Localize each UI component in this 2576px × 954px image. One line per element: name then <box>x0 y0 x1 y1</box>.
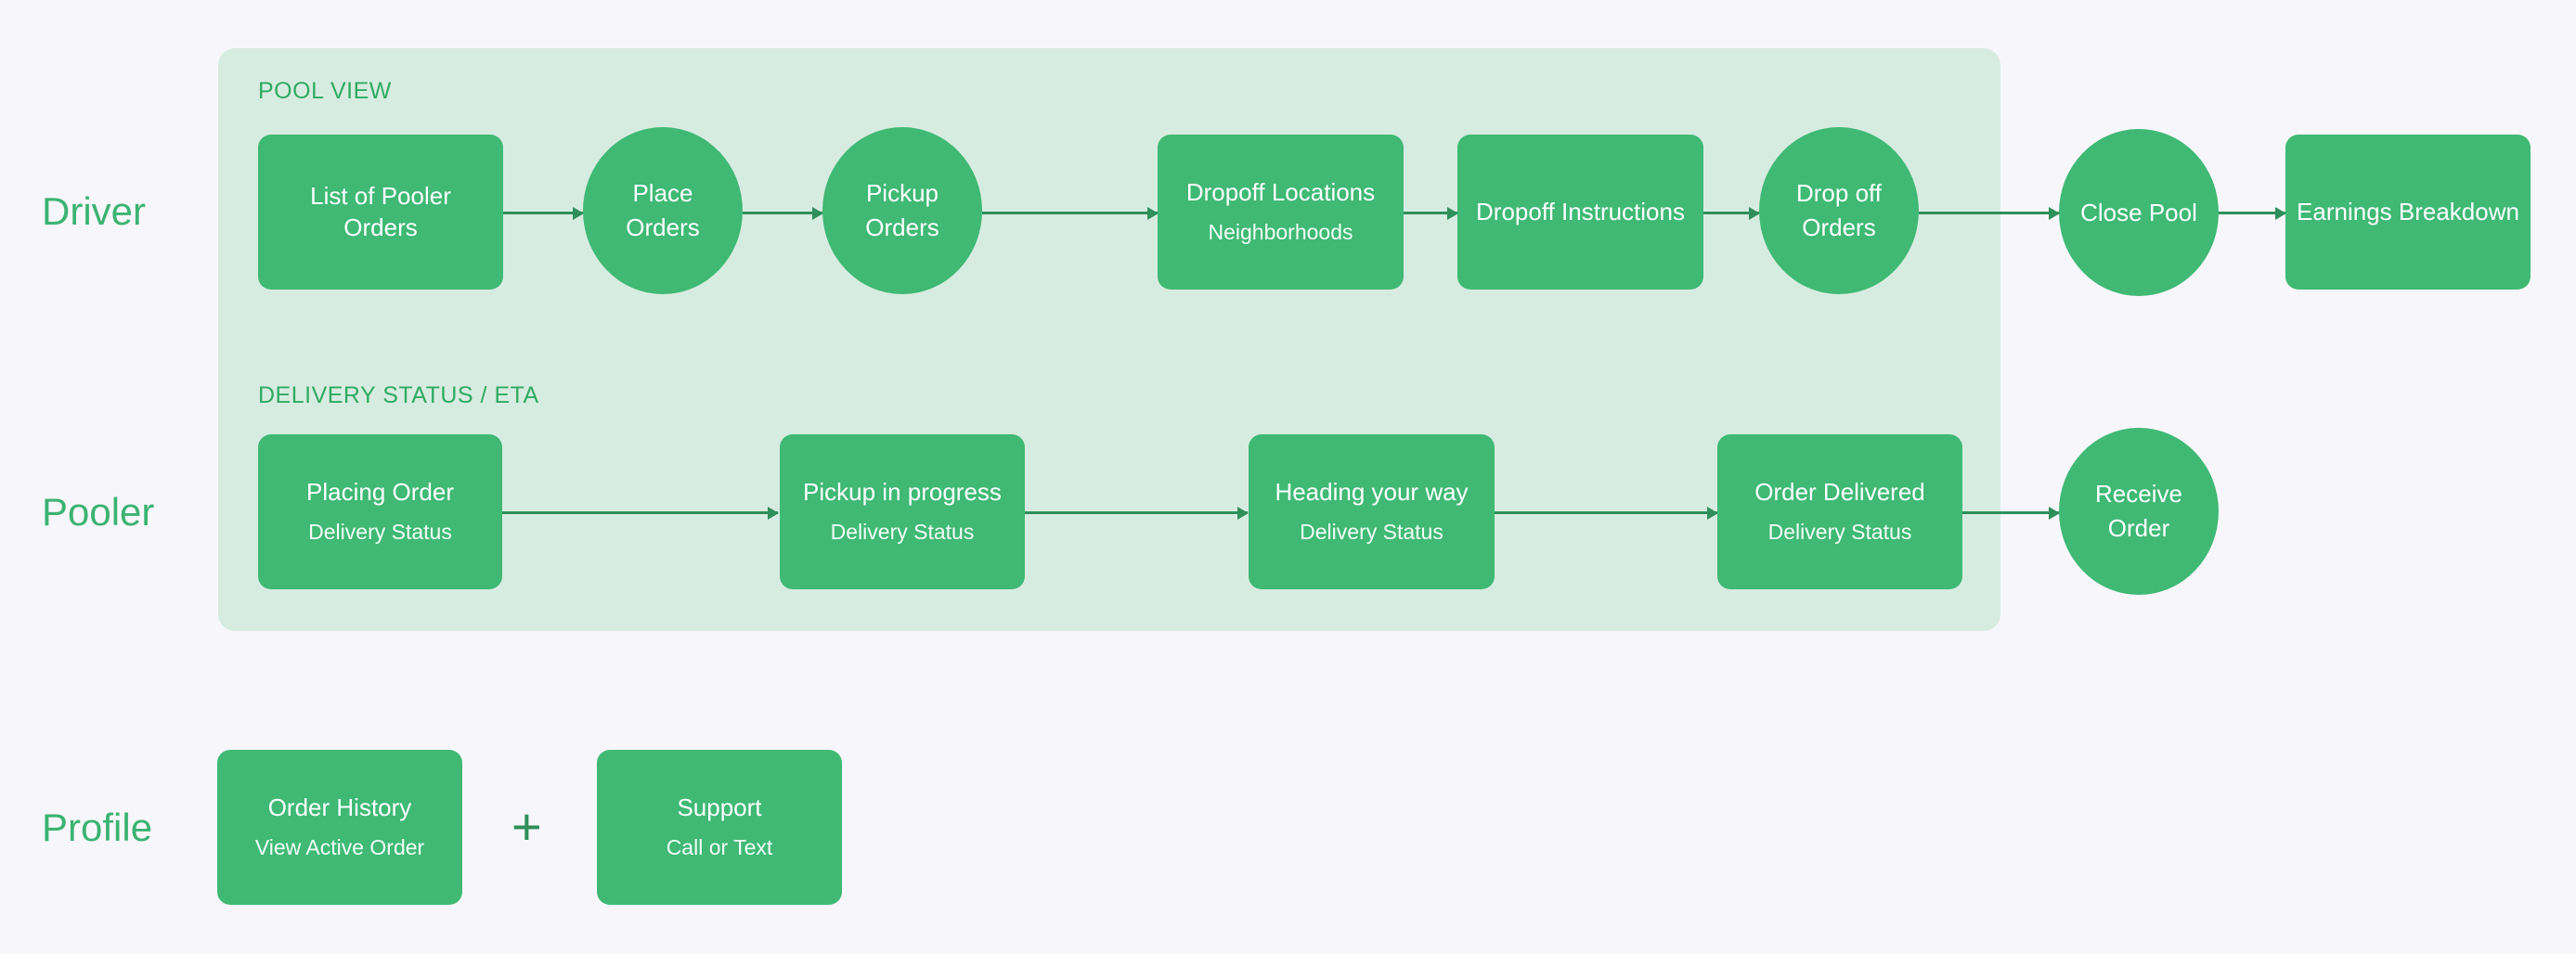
row-label-driver: Driver <box>42 189 146 233</box>
node-title: Placing Order <box>306 477 454 506</box>
node-subtitle: Neighborhoods <box>1208 220 1353 245</box>
node-title: Earnings Breakdown <box>2297 197 2519 226</box>
connector-close-to-earnings <box>2219 212 2285 214</box>
node-close-pool[interactable]: Close Pool <box>2059 129 2219 296</box>
pool-and-delivery-panel <box>218 48 2000 631</box>
node-order-delivered[interactable]: Order Delivered Delivery Status <box>1717 434 1962 589</box>
node-pickup-orders[interactable]: Pickup Orders <box>822 127 982 294</box>
node-support[interactable]: Support Call or Text <box>597 750 842 905</box>
connector-heading-to-delivered <box>1495 511 1717 514</box>
node-title: Dropoff Locations <box>1185 177 1376 206</box>
node-subtitle: Delivery Status <box>1767 520 1912 545</box>
section-caption-pool-view: POOL VIEW <box>258 78 392 104</box>
node-dropoff-locations[interactable]: Dropoff Locations Neighborhoods <box>1158 135 1404 290</box>
node-earnings-breakdown[interactable]: Earnings Breakdown <box>2285 135 2531 290</box>
connector-pickup-to-dropoff <box>982 212 1158 214</box>
plus-icon: + <box>511 797 542 856</box>
node-dropoff-instructions[interactable]: Dropoff Instructions <box>1457 135 1703 290</box>
node-subtitle: Call or Text <box>666 835 773 860</box>
node-title: List of Pooler Orders <box>310 182 451 241</box>
node-placing-order[interactable]: Placing Order Delivery Status <box>258 434 502 589</box>
node-place-orders[interactable]: Place Orders <box>583 127 743 294</box>
node-title: Support <box>677 793 762 821</box>
connector-placing-to-pickup-prog <box>502 511 778 514</box>
node-title: Place Orders <box>626 179 700 241</box>
node-title: Close Pool <box>2080 198 2197 226</box>
node-title: Pickup Orders <box>865 179 939 241</box>
node-drop-off-orders[interactable]: Drop off Orders <box>1759 127 1919 294</box>
node-subtitle: Delivery Status <box>830 520 975 545</box>
section-caption-delivery-status-eta: DELIVERY STATUS / ETA <box>258 382 539 408</box>
node-receive-order[interactable]: Receive Order <box>2059 428 2219 595</box>
node-pickup-in-progress[interactable]: Pickup in progress Delivery Status <box>780 434 1025 589</box>
connector-list-to-place <box>503 212 583 214</box>
connector-instr-to-dropoff-ord <box>1703 212 1759 214</box>
node-title: Pickup in progress <box>803 477 1002 506</box>
node-title: Heading your way <box>1275 477 1469 506</box>
node-title: Dropoff Instructions <box>1476 197 1685 226</box>
connector-dropoff-to-instr <box>1404 212 1457 214</box>
connector-dropoff-ord-to-close <box>1919 212 2059 214</box>
node-title: Order History <box>267 793 412 821</box>
node-title: Drop off Orders <box>1795 179 1882 241</box>
node-title: Receive Order <box>2095 480 2182 542</box>
node-subtitle: View Active Order <box>254 835 425 860</box>
row-label-pooler: Pooler <box>42 490 155 534</box>
node-list-of-pooler-orders[interactable]: List of Pooler Orders <box>258 135 503 290</box>
node-subtitle: Delivery Status <box>1300 520 1443 545</box>
node-subtitle: Delivery Status <box>308 520 452 545</box>
connector-delivered-to-receive <box>1962 511 2059 514</box>
node-heading-your-way[interactable]: Heading your way Delivery Status <box>1249 434 1495 589</box>
node-title: Order Delivered <box>1754 477 1925 506</box>
connector-pickup-prog-to-heading <box>1025 511 1248 514</box>
row-label-profile: Profile <box>42 806 153 849</box>
connector-place-to-pickup <box>743 212 822 214</box>
node-order-history[interactable]: Order History View Active Order <box>217 750 462 905</box>
